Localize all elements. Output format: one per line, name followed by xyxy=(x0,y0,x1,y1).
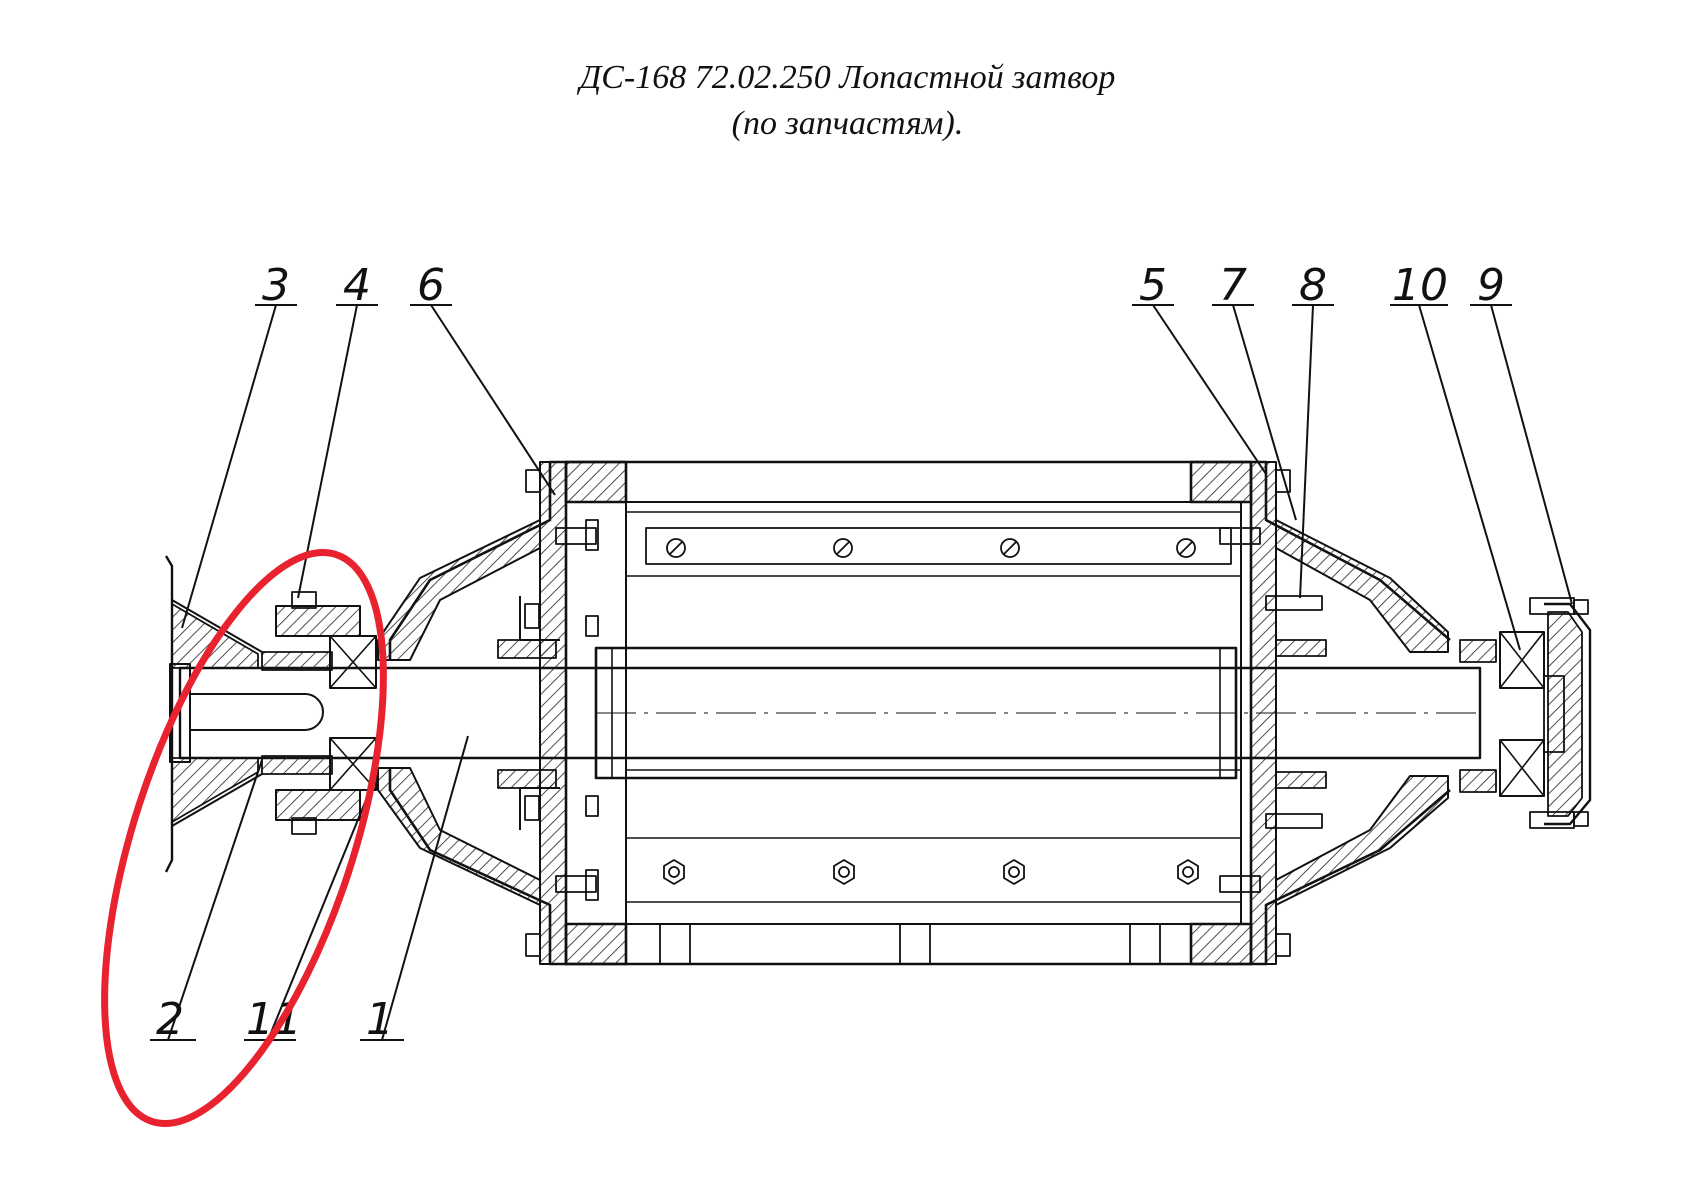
callout-10: 10 xyxy=(1392,260,1448,311)
highlight-ellipse xyxy=(101,549,387,1127)
callout-6: 6 xyxy=(417,260,445,311)
drawing-subtitle: (по запчастям). xyxy=(731,105,964,142)
shaft xyxy=(178,666,1482,760)
callout-4: 4 xyxy=(343,260,371,311)
callout-8: 8 xyxy=(1299,260,1327,311)
callout-7: 7 xyxy=(1219,260,1247,311)
callout-9: 9 xyxy=(1477,260,1505,311)
callout-5: 5 xyxy=(1139,260,1167,311)
callout-2: 2 xyxy=(156,994,184,1045)
callout-1: 1 xyxy=(366,994,394,1045)
callout-3: 3 xyxy=(262,260,290,311)
drawing-title: ДС-168 72.02.250 Лопастной затвор xyxy=(579,59,1116,96)
